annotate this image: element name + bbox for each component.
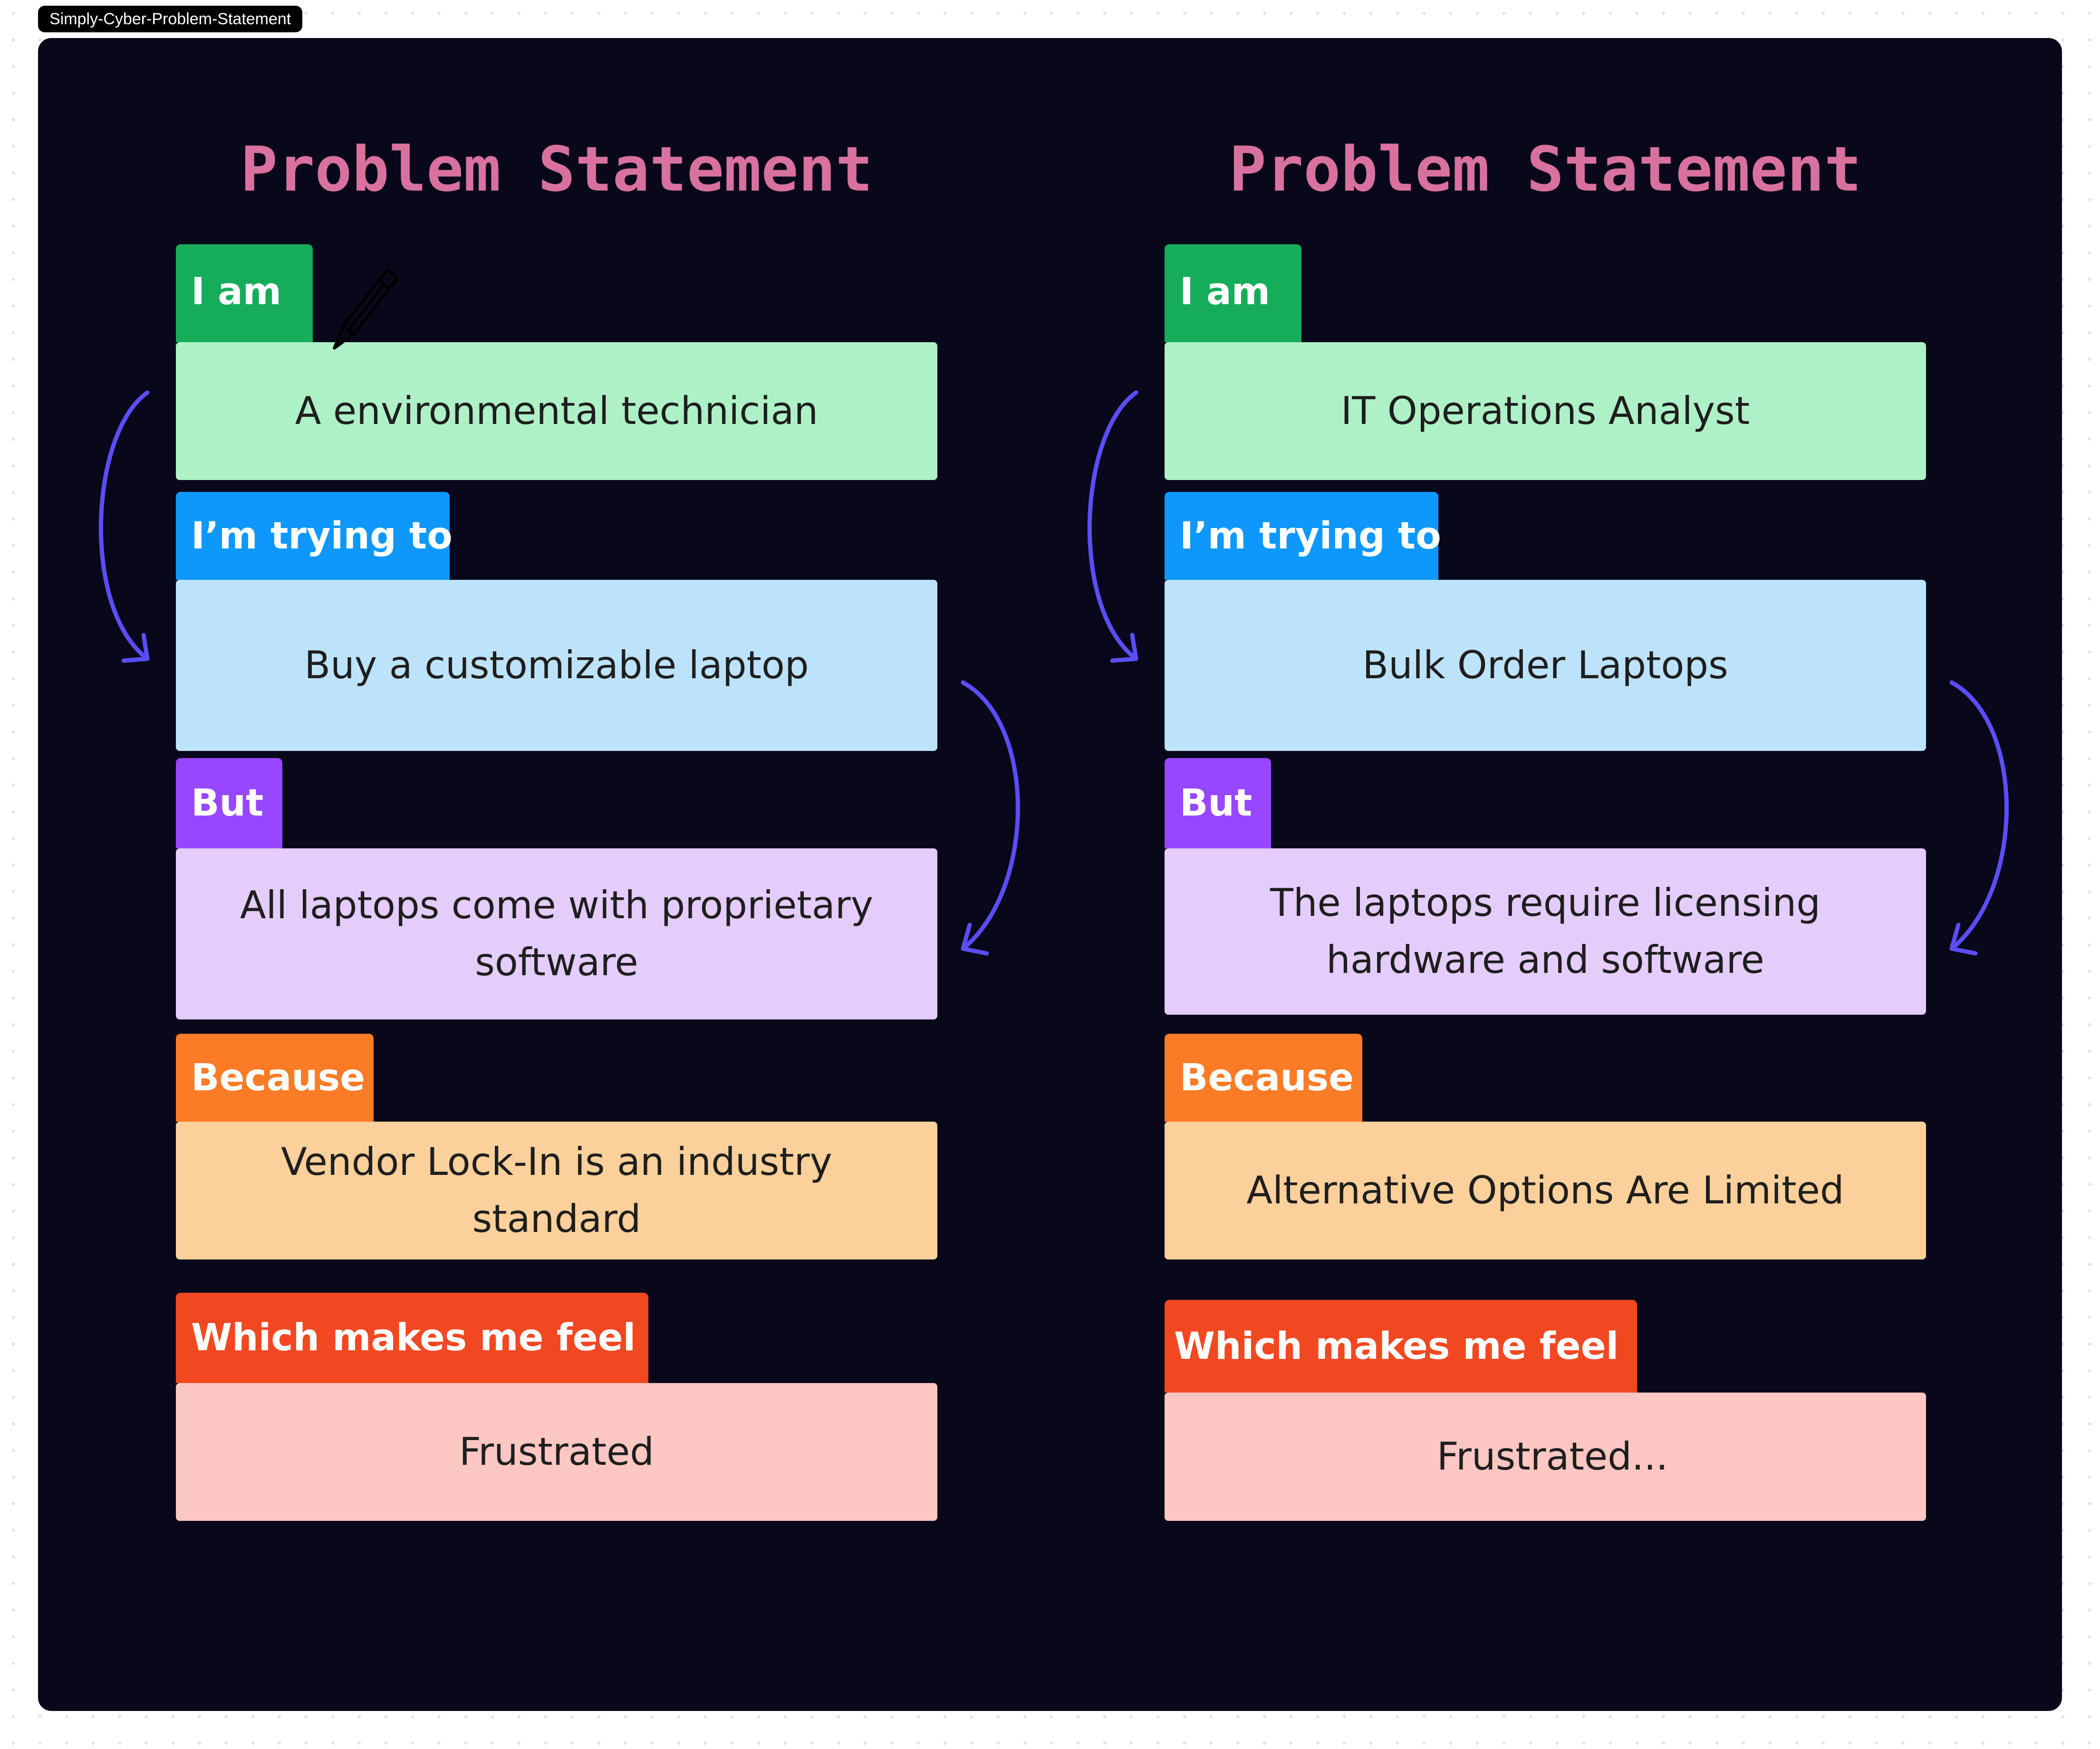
because-note[interactable]: Alternative Options Are Limited bbox=[1165, 1122, 1926, 1259]
flow-arrow-right-2 bbox=[1949, 680, 2009, 956]
i-am-note[interactable]: IT Operations Analyst bbox=[1165, 342, 1926, 480]
flow-arrow-right-1 bbox=[1087, 390, 1138, 663]
trying-to-note[interactable]: Buy a customizable laptop bbox=[176, 580, 937, 751]
flow-arrow-left-2 bbox=[961, 680, 1020, 956]
i-am-tag[interactable]: I am bbox=[176, 244, 313, 342]
i-am-tag[interactable]: I am bbox=[1165, 244, 1301, 342]
because-tag[interactable]: Because bbox=[176, 1034, 374, 1122]
but-tag[interactable]: But bbox=[1165, 758, 1271, 848]
because-note[interactable]: Vendor Lock-In is an industry standard bbox=[176, 1122, 937, 1259]
pencil-icon bbox=[333, 268, 399, 350]
trying-to-tag[interactable]: I’m trying to bbox=[176, 492, 453, 580]
but-note[interactable]: The laptops require licensing hardware a… bbox=[1165, 848, 1926, 1015]
feel-note[interactable]: Frustrated bbox=[176, 1383, 937, 1521]
trying-to-note[interactable]: Bulk Order Laptops bbox=[1165, 580, 1926, 751]
column-2-title: Problem Statement bbox=[1229, 133, 1862, 205]
but-tag[interactable]: But bbox=[176, 758, 282, 848]
feel-note[interactable]: Frustrated... bbox=[1165, 1393, 1926, 1521]
column-1-title: Problem Statement bbox=[240, 133, 873, 205]
flow-arrow-left-1 bbox=[98, 390, 150, 663]
i-am-note[interactable]: A environmental technician bbox=[176, 342, 937, 480]
but-note[interactable]: All laptops come with proprietary softwa… bbox=[176, 848, 937, 1019]
problem-statement-frame: Problem Statement I am A environmental t… bbox=[38, 38, 2062, 1711]
feel-tag[interactable]: Which makes me feel bbox=[1165, 1300, 1637, 1393]
frame-label[interactable]: Simply-Cyber-Problem-Statement bbox=[38, 6, 303, 32]
feel-tag[interactable]: Which makes me feel bbox=[176, 1293, 648, 1383]
trying-to-tag[interactable]: I’m trying to bbox=[1165, 492, 1441, 580]
because-tag[interactable]: Because bbox=[1165, 1034, 1362, 1122]
